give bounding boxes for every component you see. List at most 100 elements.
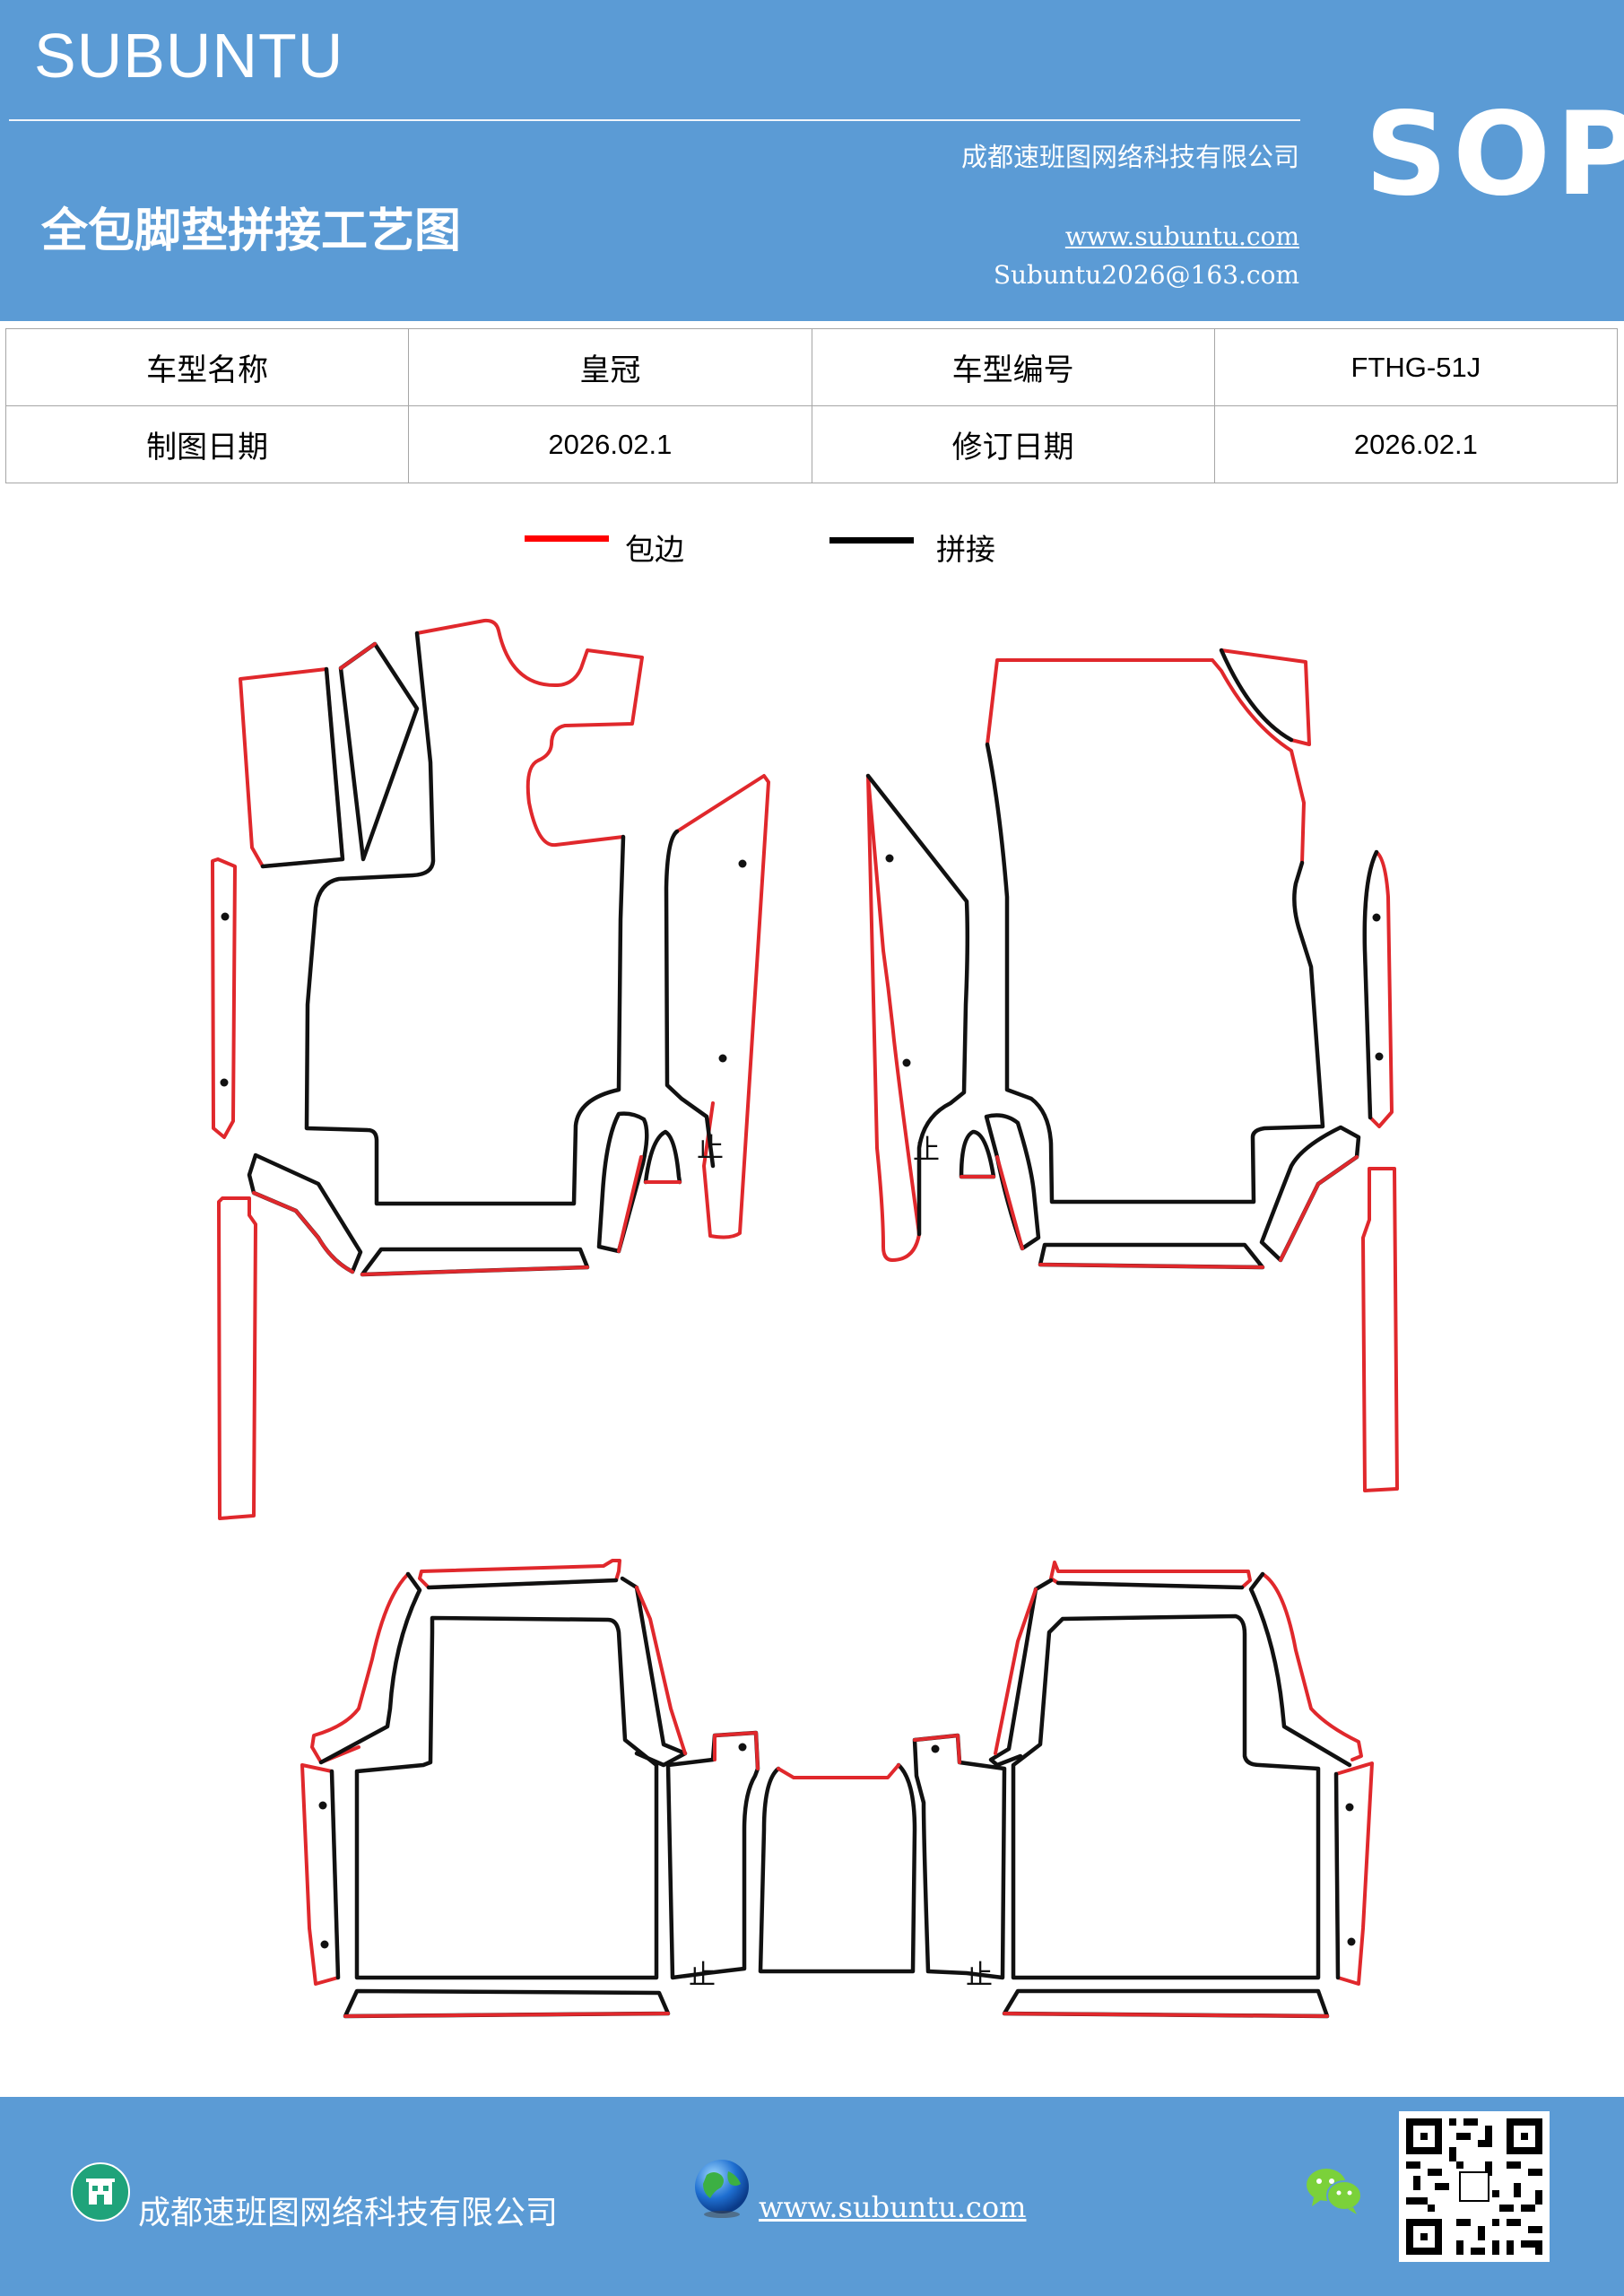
vehicle-info-table: 车型名称 皇冠 车型编号 FTHG-51J 制图日期 2026.02.1 修订日… <box>4 328 1619 483</box>
fl-main-seam <box>304 631 626 1206</box>
stop-marker: 止 <box>689 1960 716 1991</box>
rl-left-edge <box>310 1572 410 1764</box>
fr-console-dot <box>885 854 894 863</box>
rear-center-mat-group <box>758 1762 917 1974</box>
fl-pedal-seam <box>643 1129 682 1185</box>
table-row: 制图日期 2026.02.1 修订日期 2026.02.1 <box>4 405 1619 483</box>
rc-center-top-edge <box>777 1763 900 1779</box>
fl-tunnel-seam <box>596 1111 649 1254</box>
rl-top-strip-seam <box>426 1578 619 1590</box>
rc-center-seam <box>758 1762 917 1974</box>
header-band <box>0 0 1624 321</box>
table-row: 车型名称 皇冠 车型编号 FTHG-51J <box>4 328 1619 406</box>
footer-website-link[interactable]: www.subuntu.com <box>759 2190 1027 2224</box>
rl-right-seam <box>620 1576 688 1768</box>
rr-top-strip-seam <box>1055 1580 1245 1590</box>
rr-right-seam <box>1248 1571 1352 1768</box>
legend-edge-swatch <box>525 535 609 542</box>
rr-tunnel-seam <box>912 1733 1007 1980</box>
rl-right-edge <box>635 1586 687 1755</box>
stop-marker: 止 <box>697 1133 724 1164</box>
fr-tunnel-seam <box>984 1113 1041 1251</box>
rl-side-strip-edge <box>300 1763 340 1986</box>
rear-right-mat-group: 止 <box>912 1561 1374 2019</box>
rr-left-seam <box>988 1578 1054 1768</box>
value-model-name: 皇冠 <box>408 328 812 406</box>
value-model-code: FTHG-51J <box>1213 328 1619 406</box>
rr-left-edge <box>994 1587 1038 1755</box>
rr-side-strip-seam <box>1333 1771 1341 1980</box>
legend-edge-label: 包边 <box>625 532 684 567</box>
rl-side-strip-seam <box>329 1769 341 1980</box>
wechat-icon[interactable] <box>1303 2163 1366 2217</box>
sop-badge: SOP <box>1365 88 1624 222</box>
floor-mat-diagram: 止 止 <box>211 618 1399 2019</box>
legend-seam-label: 拼接 <box>936 532 995 567</box>
fr-console-edge <box>866 774 921 1262</box>
fl-console-edge <box>675 774 770 1239</box>
rear-left-mat-group: 止 <box>300 1559 760 2019</box>
rl-bottom-strip-edge <box>343 2012 670 2018</box>
front-right-mat-group: 止 <box>865 648 1399 1492</box>
fl-triangle-seam <box>338 641 420 862</box>
fl-corner-edge <box>252 1191 354 1274</box>
label-revision-date: 修订日期 <box>811 405 1215 483</box>
rr-side-strip-edge <box>1334 1761 1374 1986</box>
value-draw-date: 2026.02.1 <box>408 405 812 483</box>
fr-sill-edge <box>1038 1263 1264 1269</box>
rr-tunnel-dot <box>931 1744 940 1753</box>
fr-corner-low-edge <box>1279 1155 1359 1262</box>
rr-side-strip-dot <box>1347 1937 1356 1946</box>
fr-side-strip-dot <box>1372 913 1381 922</box>
qr-code[interactable] <box>1399 2111 1550 2262</box>
rl-tunnel-seam <box>665 1730 760 1980</box>
rl-side-strip-dot <box>318 1801 327 1810</box>
building-icon <box>71 2162 130 2222</box>
value-revision-date: 2026.02.1 <box>1213 405 1619 483</box>
fl-tunnel-edge <box>617 1155 643 1253</box>
rl-side-strip-dot <box>320 1940 329 1949</box>
stop-marker: 止 <box>913 1135 940 1166</box>
fl-console-seam <box>664 829 716 1169</box>
legend-seam-swatch <box>829 537 914 544</box>
rr-side-strip-dot <box>1345 1803 1354 1812</box>
fr-door-strip-edge <box>1361 1167 1399 1492</box>
fl-side-strip-dot <box>221 912 230 921</box>
front-left-mat-group: 止 <box>211 618 770 1520</box>
brand-name: SUBUNTU <box>34 21 344 91</box>
fr-side-strip-dot <box>1375 1052 1384 1061</box>
header-company: 成都速班图网络科技有限公司 <box>960 142 1299 172</box>
fr-console-seam <box>865 773 970 1237</box>
header-divider <box>9 119 1300 121</box>
rr-bottom-strip-edge <box>1003 2012 1329 2018</box>
header-email[interactable]: Subuntu2026@163.com <box>993 260 1299 290</box>
fl-side-strip-edge <box>211 857 237 1139</box>
label-model-name: 车型名称 <box>4 328 410 406</box>
rl-left-seam <box>318 1571 422 1765</box>
fr-corner-low-seam <box>1259 1125 1361 1263</box>
fl-console-dot <box>718 1054 727 1063</box>
fl-block-seam <box>260 666 345 869</box>
rr-tunnel-edge <box>913 1734 961 1764</box>
fr-side-strip-seam <box>1362 849 1379 1120</box>
rl-top-strip-edge <box>418 1559 621 1589</box>
document-title: 全包脚垫拼接工艺图 <box>41 204 462 258</box>
fl-console-dot <box>738 859 747 868</box>
fl-main-top-edge <box>415 618 644 848</box>
fr-corner-seam <box>1219 648 1294 743</box>
fr-top-edge <box>986 658 1306 865</box>
fr-tunnel-edge <box>995 1155 1024 1250</box>
fr-console-dot <box>902 1058 911 1067</box>
fl-triangle-edge <box>339 642 377 670</box>
rl-tunnel-edge <box>713 1731 760 1770</box>
rr-right-edge <box>1261 1572 1363 1761</box>
fl-door-strip-edge <box>217 1196 257 1520</box>
fl-corner-seam <box>247 1152 363 1274</box>
fl-side-strip-dot <box>220 1078 229 1087</box>
rl-main-seam <box>354 1615 659 1980</box>
header-website-link[interactable]: www.subuntu.com <box>1064 222 1299 251</box>
label-model-code: 车型编号 <box>811 328 1215 406</box>
fr-pedal-seam <box>959 1129 996 1179</box>
globe-icon <box>695 2160 749 2218</box>
fr-main-seam <box>985 742 1325 1205</box>
